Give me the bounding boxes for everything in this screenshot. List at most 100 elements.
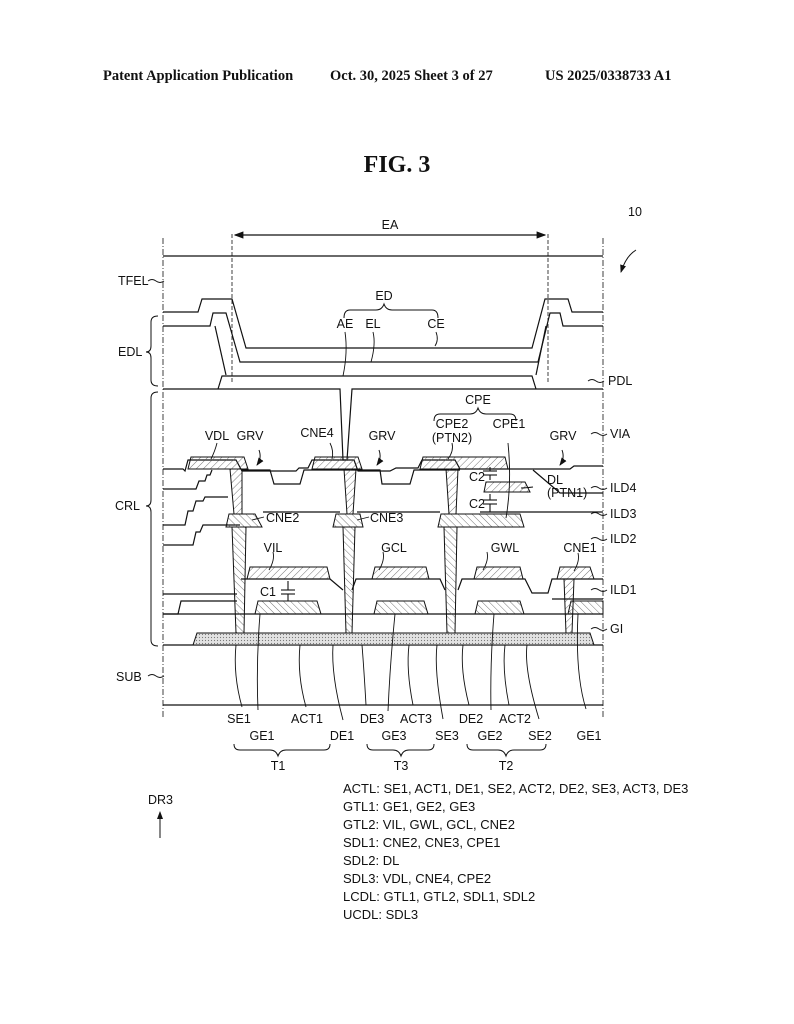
legend-item: ACTL: SE1, ACT1, DE1, SE2, ACT2, DE2, SE…: [343, 781, 689, 796]
label-ild4: ILD4: [610, 481, 636, 495]
label-gi: GI: [610, 622, 623, 636]
ild2-top: [163, 496, 603, 526]
layer-legend: ACTL: SE1, ACT1, DE1, SE2, ACT2, DE2, SE…: [343, 780, 688, 924]
label-ge2: GE2: [477, 729, 502, 743]
label-el: EL: [365, 317, 380, 331]
vdl-line: [187, 456, 249, 470]
label-ptn1: (PTN1): [547, 486, 587, 500]
grv-arrow-1: [256, 449, 264, 466]
label-c2-upper: C2: [469, 470, 485, 484]
label-grv-2: GRV: [369, 429, 397, 443]
legend-item: UCDL: SDL3: [343, 907, 419, 922]
label-c2-lower: C2: [469, 497, 485, 511]
label-dr3: DR3: [148, 793, 173, 807]
label-vdl: VDL: [205, 429, 229, 443]
gwl-line: [473, 566, 524, 580]
label-crl: CRL: [115, 499, 140, 513]
label-se2: SE2: [528, 729, 552, 743]
label-act2: ACT2: [499, 712, 531, 726]
ed-brace: [343, 302, 439, 319]
t3-brace: [366, 743, 435, 758]
label-se3: SE3: [435, 729, 459, 743]
legend-item: SDL2: DL: [343, 853, 400, 868]
cne4-contact: [343, 468, 357, 515]
gate-electrode-ge2: [474, 600, 525, 615]
label-cne4: CNE4: [300, 426, 333, 440]
label-cne2: CNE2: [266, 511, 299, 525]
cne3-contact: [342, 526, 356, 634]
label-ge1-right: GE1: [576, 729, 601, 743]
reference-numeral: 10: [628, 205, 642, 219]
label-cpe: CPE: [465, 393, 491, 407]
label-gcl: GCL: [381, 541, 407, 555]
label-pdl: PDL: [608, 374, 632, 388]
header-patent-number: US 2025/0338733 A1: [545, 68, 672, 84]
legend-item: GTL1: GE1, GE2, GE3: [343, 799, 476, 814]
t2-brace: [466, 743, 547, 758]
cne2-contact: [231, 526, 247, 634]
label-ce: CE: [427, 317, 444, 331]
grv-arrow-2: [376, 449, 384, 466]
dl-line: [483, 481, 531, 493]
label-grv-1: GRV: [237, 429, 265, 443]
cne3-electrode: [332, 513, 364, 528]
label-vil: VIL: [264, 541, 283, 555]
label-ptn2: (PTN2): [432, 431, 472, 445]
label-edl: EDL: [118, 345, 142, 359]
legend-item: SDL3: VDL, CNE4, CPE2: [343, 871, 492, 886]
legend-item: GTL2: VIL, GWL, GCL, CNE2: [343, 817, 515, 832]
label-ild2: ILD2: [610, 532, 636, 546]
gate-electrode-ge1: [254, 600, 322, 615]
cne2-electrode: [225, 513, 263, 528]
label-cpe1: CPE1: [493, 417, 526, 431]
label-ed: ED: [375, 289, 392, 303]
header-publication: Patent Application Publication: [103, 68, 294, 84]
label-cne3: CNE3: [370, 511, 403, 525]
el-profile: [163, 312, 603, 363]
ce-profile: [163, 298, 603, 349]
capacitor-c2-lower: [483, 494, 497, 512]
label-cpe2: CPE2: [436, 417, 469, 431]
cne1-contact: [563, 578, 575, 634]
label-tfel: TFEL: [118, 274, 149, 288]
capacitor-c2-upper: [483, 467, 497, 480]
cne1-electrode: [556, 566, 595, 580]
label-sub: SUB: [116, 670, 142, 684]
vdl-contact: [229, 468, 243, 515]
label-ae: AE: [337, 317, 354, 331]
label-act3: ACT3: [400, 712, 432, 726]
label-t3: T3: [394, 759, 409, 773]
header-date-sheet: Oct. 30, 2025 Sheet 3 of 27: [330, 68, 493, 84]
cne4-electrode: [311, 456, 363, 470]
label-de1: DE1: [330, 729, 354, 743]
cpe1-electrode: [437, 513, 525, 528]
legend-item: SDL1: CNE2, CNE3, CPE1: [343, 835, 501, 850]
label-de2: DE2: [459, 712, 483, 726]
crl-brace: [145, 391, 159, 647]
cpe2-contact: [445, 468, 459, 515]
label-ea: EA: [382, 218, 399, 232]
ild3-top: [163, 469, 603, 494]
label-ge3: GE3: [381, 729, 406, 743]
vil-line: [246, 566, 331, 580]
label-gwl: GWL: [491, 541, 520, 555]
via-top: [163, 388, 603, 461]
label-ild1: ILD1: [610, 583, 636, 597]
label-t1: T1: [271, 759, 286, 773]
gcl-line: [371, 566, 430, 580]
label-t2: T2: [499, 759, 514, 773]
label-dl: DL: [547, 473, 563, 487]
reference-arrow: [620, 249, 637, 273]
t1-brace: [233, 743, 331, 758]
active-layer: [192, 632, 595, 646]
label-ild3: ILD3: [610, 507, 636, 521]
grv-arrow-3: [559, 449, 567, 466]
cpe1-contact: [443, 526, 458, 634]
legend-item: LCDL: GTL1, GTL2, SDL1, SDL2: [343, 889, 536, 904]
label-grv-3: GRV: [550, 429, 578, 443]
label-de3: DE3: [360, 712, 384, 726]
capacitor-c1: [281, 581, 295, 601]
cpe2-electrode: [419, 456, 509, 470]
label-c1: C1: [260, 585, 276, 599]
ae-anode: [217, 375, 537, 390]
